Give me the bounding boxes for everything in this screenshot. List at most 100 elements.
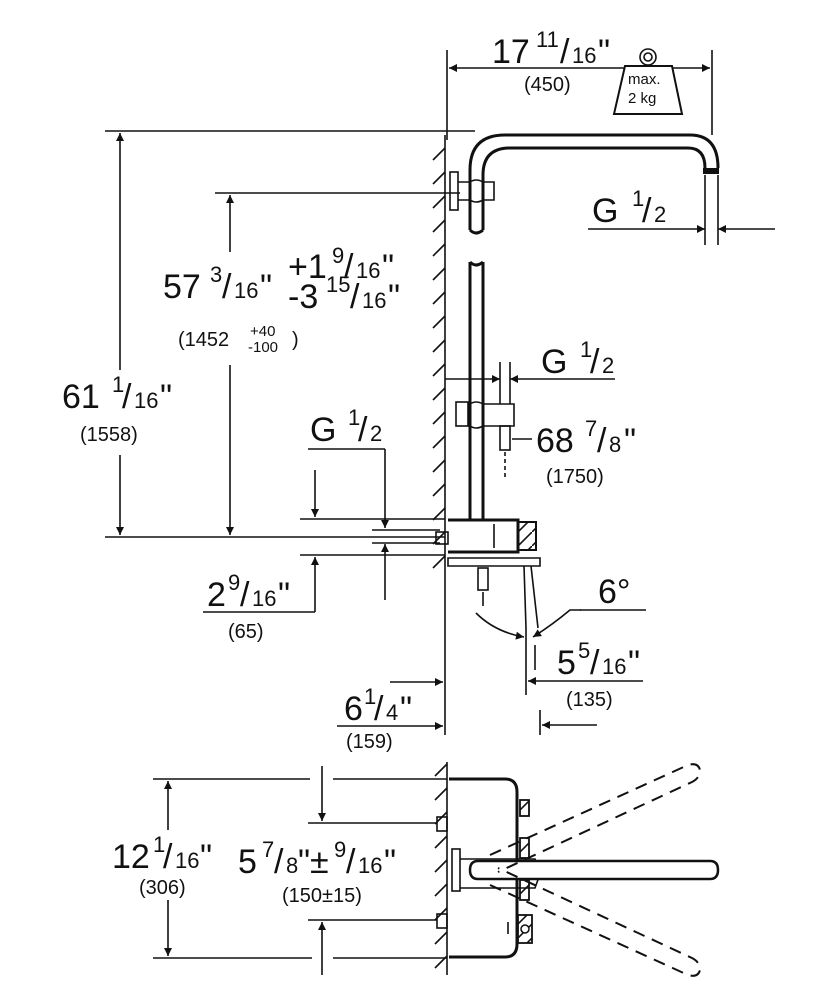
inlet-spacing-tol-den: 16 (358, 853, 382, 878)
dim-shower-arm-reach: 17 11 / 16 " (450) (446, 27, 713, 140)
dim-inlet-spacing: 5 7 / 8 " ± 9 / 16 " (150±15) (238, 766, 437, 975)
handshower-thread-prefix: G (541, 343, 567, 381)
inlet-spacing-unit: " (384, 843, 396, 881)
wall-lower (434, 762, 448, 975)
inlet-offset-den: 16 (252, 586, 276, 611)
fraction-slash: / (240, 576, 250, 614)
inlet-spacing-whole: 5 (238, 843, 257, 881)
spout-angle-value: 6° (598, 573, 631, 611)
total-height-den: 16 (134, 388, 158, 413)
shower-arm (449, 133, 720, 230)
inlet-spacing-mm: (150±15) (282, 885, 362, 907)
body-height-den: 16 (175, 848, 199, 873)
inlet-offset-unit: " (278, 576, 290, 614)
handshower-height-unit: " (624, 422, 636, 460)
rail-height-mm: (1452 (178, 329, 229, 351)
fraction-slash: / (560, 33, 570, 71)
inlet-spacing-den: 8 (286, 853, 298, 878)
inlet-spacing-tol-num: 9 (334, 837, 346, 862)
body-height-num: 1 (153, 832, 165, 857)
inch-mark: " (298, 843, 310, 881)
fraction-slash: / (590, 343, 600, 381)
handshower-height-mm: (1750) (546, 466, 604, 488)
inlet-spacing-tol: ± (310, 843, 329, 881)
wall-projection-num: 1 (364, 684, 376, 709)
arm-reach-unit: " (598, 33, 610, 71)
max-load-weight-icon: max. 2 kg (612, 48, 684, 115)
spout-reach-mm: (135) (566, 689, 613, 711)
inch-mark: " (382, 248, 394, 286)
rail-tol-plus-num: 9 (332, 243, 344, 268)
rail-tol-plus: +1 (288, 248, 327, 286)
fraction-slash: / (358, 411, 368, 449)
handshower-height-whole: 68 (536, 422, 574, 460)
dim-rail-height: 57 3 / 16 " +1 9 / 16 " -3 15 / 16 " (14… (163, 192, 460, 535)
body-height-whole: 12 (112, 838, 150, 876)
total-height-whole: 61 (62, 378, 100, 416)
rail-height-whole: 57 (163, 268, 201, 306)
arm-reach-mm: (450) (524, 74, 571, 96)
rail-height-num: 3 (210, 262, 222, 287)
fraction-slash: / (163, 838, 173, 876)
wall-projection-unit: " (400, 690, 412, 728)
dim-spout-reach: 5 5 / 16 " (135) (525, 628, 643, 735)
fraction-slash: / (274, 843, 284, 881)
inch-mark: " (388, 278, 400, 316)
rail-height-den: 16 (234, 278, 258, 303)
arm-reach-den: 16 (572, 43, 596, 68)
total-height-mm: (1558) (80, 424, 138, 446)
fraction-slash: / (597, 422, 607, 460)
handshower-height-num: 7 (585, 416, 597, 441)
thermostat-body-side (435, 518, 541, 629)
fraction-slash: / (374, 690, 384, 728)
inlet-offset-mm: (65) (228, 621, 264, 643)
head-thread-num: 1 (632, 186, 644, 211)
spout-reach-num: 5 (578, 638, 590, 663)
arm-reach-num: 11 (536, 27, 559, 52)
max-load-line1: max. (628, 71, 661, 88)
spout-reach-den: 16 (602, 654, 626, 679)
inlet-offset-whole: 2 (207, 576, 226, 614)
spout-reach-whole: 5 (557, 644, 576, 682)
body-height-unit: " (200, 838, 212, 876)
rail-tol-minus-num: 15 (326, 272, 350, 297)
inlet-thread-prefix: G (310, 411, 336, 449)
head-thread-prefix: G (592, 192, 618, 230)
fraction-slash: / (222, 268, 232, 306)
rail-height-mm-minus: -100 (248, 339, 278, 356)
dim-wall-projection: 6 1 / 4 " (159) (337, 678, 443, 753)
rail-height-mm-plus: +40 (250, 323, 275, 340)
wall-projection-whole: 6 (344, 690, 363, 728)
dim-head-thread: G 1 / 2 (588, 175, 775, 245)
dim-body-height: 12 1 / 16 " (306) (112, 778, 447, 959)
dim-inlet-thread: G 1 / 2 (308, 405, 440, 600)
total-height-unit: " (160, 378, 172, 416)
handshower-height-den: 8 (609, 432, 621, 457)
rail-height-mm-close: ) (292, 329, 299, 351)
wall-projection-den: 4 (386, 700, 398, 725)
spout-reach-unit: " (628, 644, 640, 682)
fraction-slash: / (590, 644, 600, 682)
head-thread-den: 2 (654, 202, 666, 227)
fraction-slash: / (350, 278, 360, 316)
wall-upper (432, 135, 446, 735)
rail-tol-minus: -3 (288, 278, 318, 316)
rail-height-unit: " (260, 268, 272, 306)
handshower-thread-den: 2 (602, 353, 614, 378)
inlet-offset-num: 9 (228, 570, 240, 595)
inlet-thread-num: 1 (348, 405, 360, 430)
wall-projection-mm: (159) (346, 731, 393, 753)
rail-tol-plus-den: 16 (356, 258, 380, 283)
inlet-spacing-num: 7 (262, 837, 274, 862)
riser-rail (455, 228, 515, 520)
fraction-slash: / (346, 843, 356, 881)
thermostat-body-top (436, 763, 720, 977)
arm-reach-whole: 17 (492, 33, 530, 71)
dim-spout-angle: 6° (475, 573, 646, 670)
dim-handshower-height: 68 7 / 8 " (1750) (512, 416, 636, 488)
dim-total-height: 61 1 / 16 " (1558) (62, 130, 475, 538)
inlet-thread-den: 2 (370, 421, 382, 446)
max-load-line2: 2 kg (628, 90, 656, 107)
fraction-slash: / (642, 192, 652, 230)
